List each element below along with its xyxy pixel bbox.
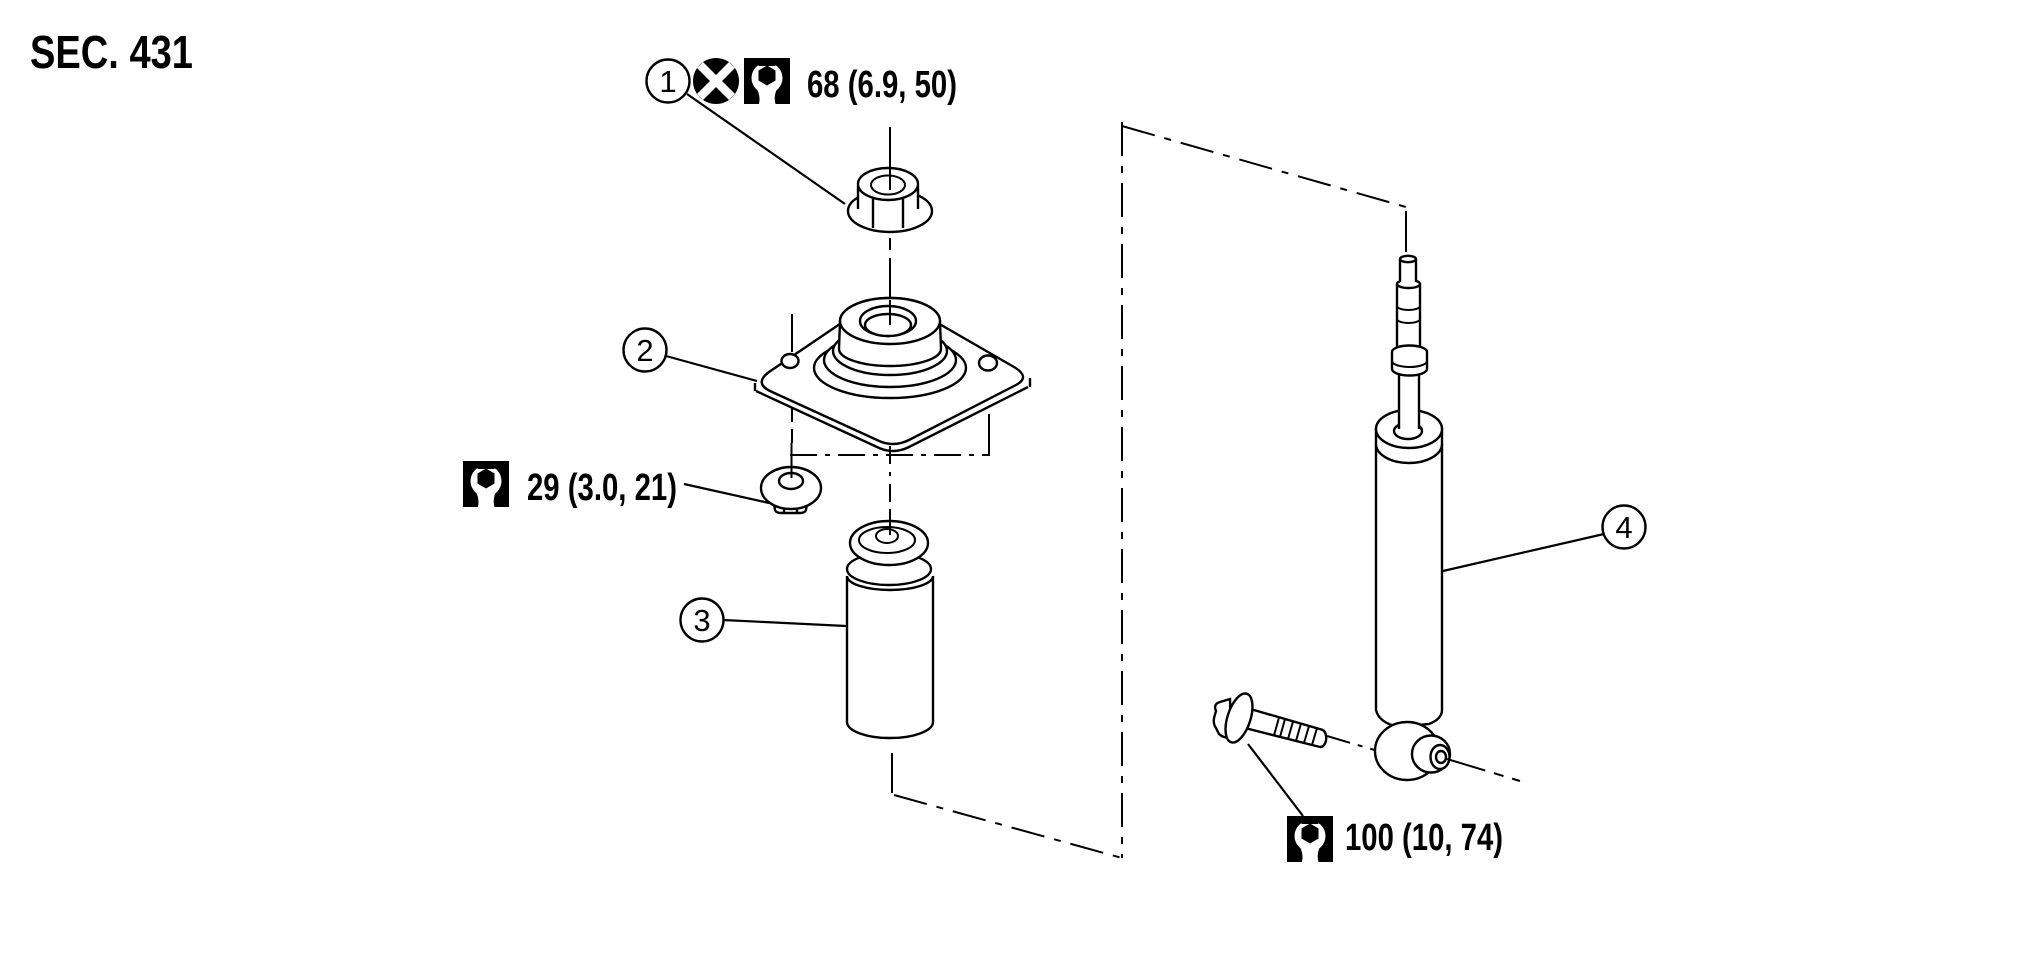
- torque-spec-2: 29 (3.0, 21): [527, 467, 677, 509]
- washer-grommet-drawing: [759, 443, 823, 515]
- strut-mount-drawing: [753, 296, 1032, 453]
- torque-spec-3: 100 (10, 74): [1345, 817, 1503, 859]
- callout-2-circle: [622, 327, 668, 373]
- bolt-drawing: [1212, 692, 1328, 749]
- callout-2-number: 2: [636, 333, 653, 368]
- mount-phantom-marks: [790, 314, 990, 456]
- callout-3: 3: [679, 597, 725, 643]
- phantom-outline: [893, 122, 1407, 859]
- callout-1-circle: [645, 58, 691, 104]
- torque-spec-1: 68 (6.9, 50): [807, 64, 957, 106]
- torque-wrench-icon: [1287, 816, 1333, 862]
- leader-line-4: [1442, 532, 1605, 573]
- leader-line-spec-29: [683, 482, 770, 505]
- flange-nut-drawing: [846, 158, 934, 234]
- do-not-reuse-icon: [693, 58, 739, 104]
- torque-wrench-icon: [744, 58, 790, 104]
- callout-4-circle: [1601, 504, 1647, 550]
- section-title: SEC. 431: [30, 26, 193, 78]
- torque-wrench-icon: [463, 461, 509, 507]
- callout-2: 2: [622, 327, 668, 373]
- boot-drawing: [845, 509, 935, 740]
- callout-3-circle: [679, 597, 725, 643]
- callout-3-number: 3: [693, 603, 710, 638]
- leader-line-1: [686, 93, 846, 205]
- callout-1: 1 68 (6.9, 50): [645, 58, 957, 106]
- callout-1-number: 1: [659, 64, 676, 99]
- shock-absorber-drawing: [1326, 211, 1521, 782]
- spec-100-group: 100 (10, 74): [1287, 816, 1503, 862]
- leader-line-3: [722, 618, 847, 628]
- leader-line-2: [665, 354, 758, 383]
- leader-line-spec-100: [1247, 743, 1304, 817]
- spec-29-group: 29 (3.0, 21): [463, 461, 677, 509]
- callout-4-number: 4: [1615, 510, 1632, 545]
- callout-4: 4: [1601, 504, 1647, 550]
